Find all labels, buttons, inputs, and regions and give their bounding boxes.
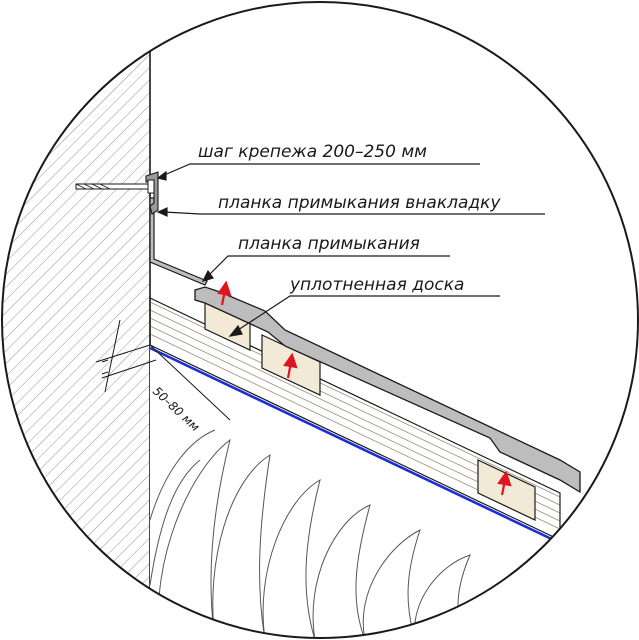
fastener-arrows [217, 280, 512, 496]
underlay-membrane [149, 346, 561, 545]
wall-screw [75, 179, 155, 194]
metal-roof-sheet [194, 286, 581, 494]
label-flashing: планка примыкания [238, 234, 420, 254]
label-overlay-flashing: планка примыкания внакладку [218, 193, 501, 213]
brick-wall [2, 2, 150, 638]
rafter-insulation-layer [150, 345, 560, 638]
label-thick-board: уплотненная доска [289, 275, 464, 295]
label-fastening-pitch: шаг крепежа 200–250 мм [198, 142, 427, 162]
wall-flashing [149, 197, 208, 286]
leader-lines [156, 163, 545, 337]
dimension-lines [95, 319, 231, 421]
insulation-waves [149, 429, 516, 638]
